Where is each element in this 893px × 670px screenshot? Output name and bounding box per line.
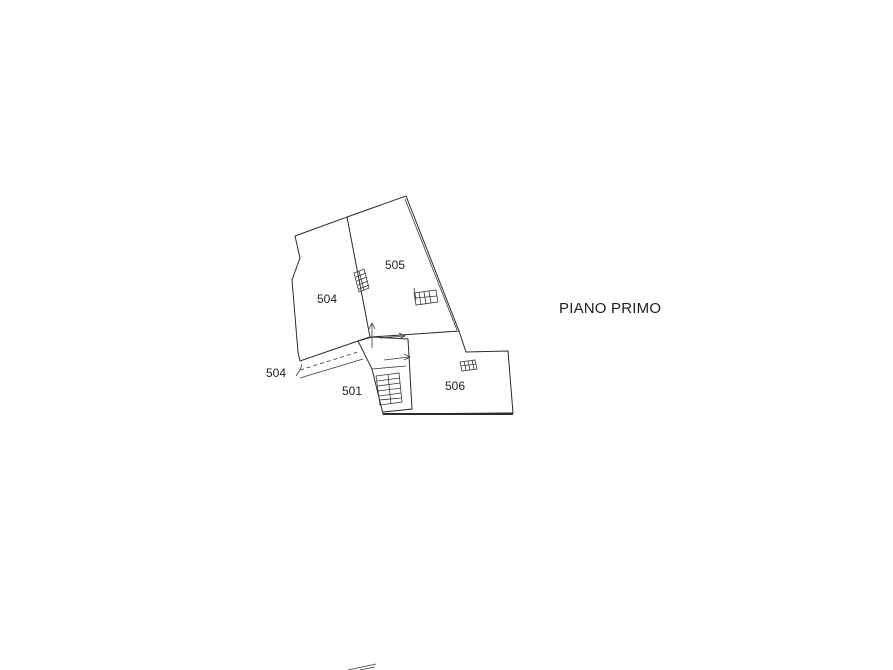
drawing-fragment bbox=[347, 663, 377, 670]
unit-506-label: 506 bbox=[445, 379, 465, 393]
stair-symbol-501 bbox=[375, 372, 403, 406]
plan-title: PIANO PRIMO bbox=[559, 300, 661, 317]
unit-504-outline bbox=[291, 216, 371, 362]
unit-505-label: 505 bbox=[385, 258, 405, 272]
unit-506-outline bbox=[357, 330, 514, 415]
stair-symbol-506 bbox=[459, 359, 478, 372]
direction-arrow-right-2 bbox=[383, 353, 411, 361]
unit-504-label: 504 bbox=[317, 292, 337, 306]
stair-symbol-505 bbox=[413, 287, 439, 306]
unit-501-outline bbox=[357, 336, 413, 413]
unit-501-label: 501 bbox=[342, 384, 362, 398]
unit-504-ref-label: 504 bbox=[266, 366, 286, 380]
stair-symbol-504 bbox=[353, 268, 370, 293]
corridor-line bbox=[295, 351, 364, 379]
unit-505-outline bbox=[346, 195, 460, 338]
direction-arrow-up bbox=[368, 322, 376, 348]
direction-arrow-right-1 bbox=[379, 332, 406, 340]
